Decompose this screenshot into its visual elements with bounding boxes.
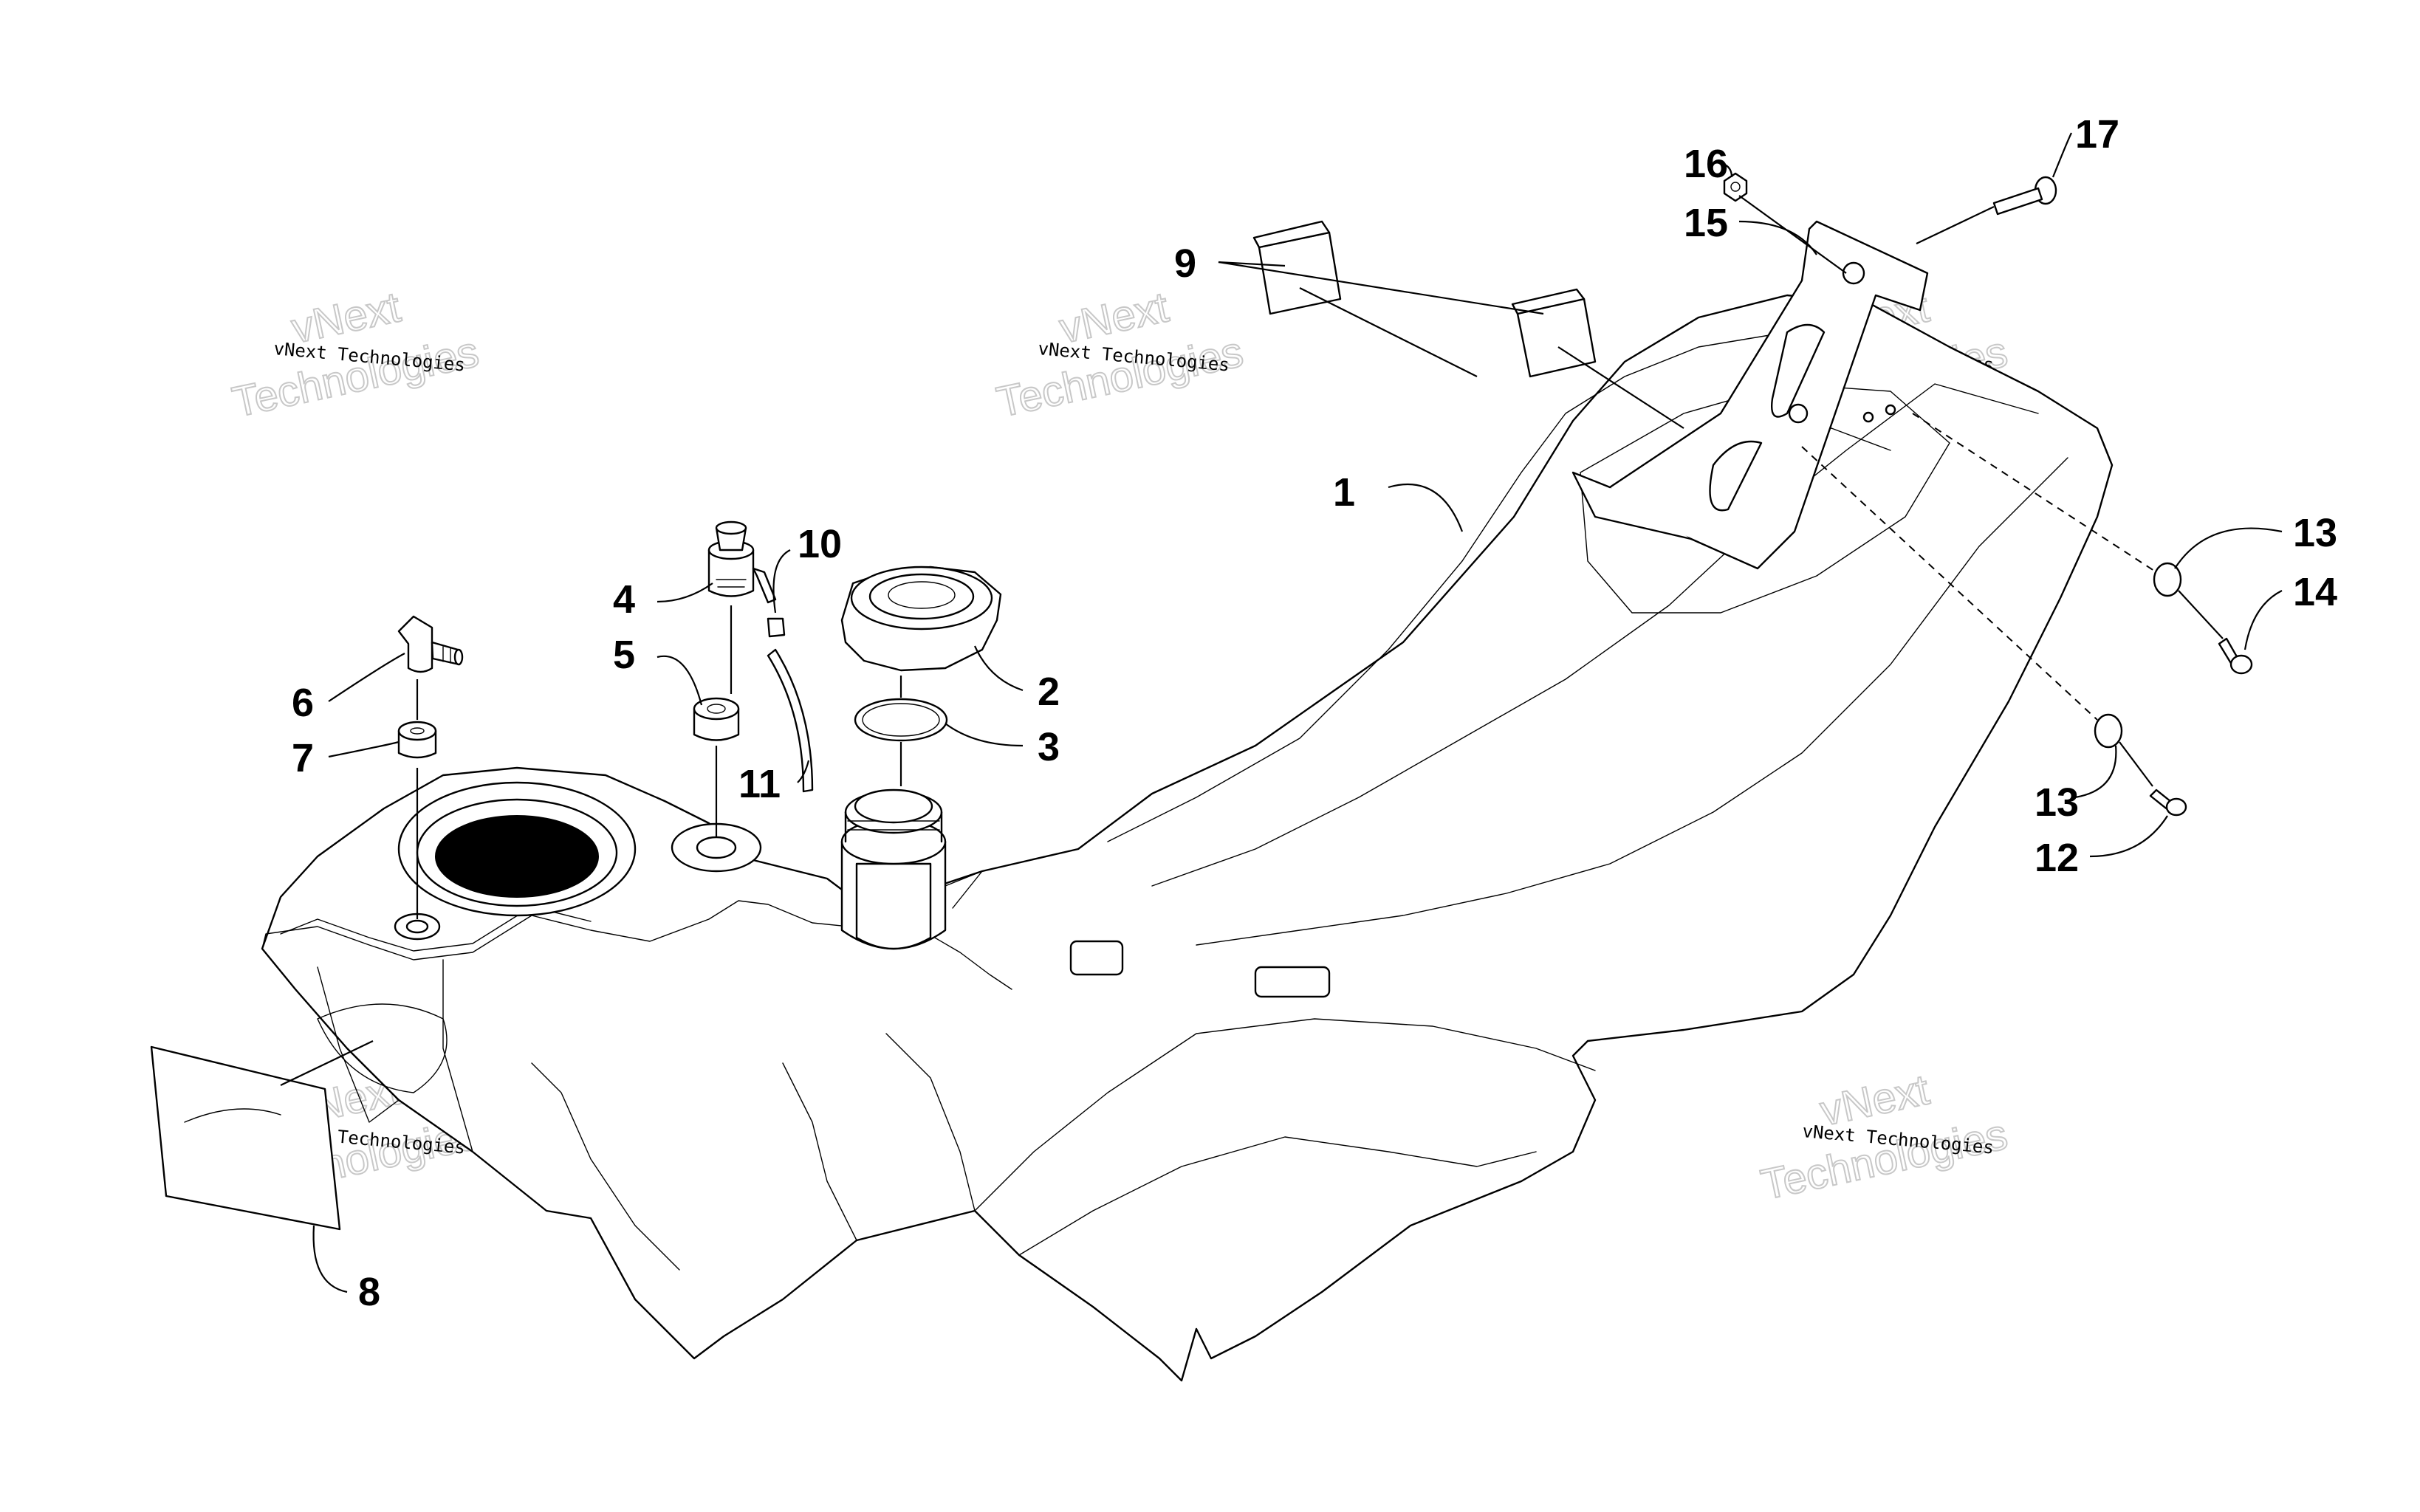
washer-part13-upper xyxy=(2153,562,2182,597)
callout-4: 4 xyxy=(613,577,635,622)
tank-left-contour xyxy=(317,966,400,1123)
callout-16: 16 xyxy=(1684,142,1728,186)
callout-5: 5 xyxy=(613,633,635,677)
callout-15: 15 xyxy=(1684,201,1728,245)
fitting-grommet xyxy=(397,721,437,759)
fuel-cap xyxy=(840,566,1002,672)
elbow-fitting xyxy=(397,615,464,673)
callout-3: 3 xyxy=(1038,725,1060,769)
bolt-part17 xyxy=(1992,176,2057,216)
vent-grommet-hole-inner xyxy=(696,836,737,859)
washer-part13-lower xyxy=(2094,713,2123,749)
watermark-big-line-2: Technologies xyxy=(228,328,483,427)
foam-pad-lower xyxy=(1511,288,1597,378)
tank-lower-edge xyxy=(974,1018,1596,1212)
bolt-part12 xyxy=(2149,788,2187,817)
tank-left-recess xyxy=(317,1003,448,1093)
callout-11: 11 xyxy=(738,762,781,806)
o-ring-gasket xyxy=(854,698,948,742)
callout-numbers: 1 2 3 4 5 6 7 8 9 10 11 12 13 13 14 15 1… xyxy=(292,112,2337,1314)
tank-top-surface-2 xyxy=(1151,383,2039,887)
callout-2: 2 xyxy=(1038,670,1060,714)
bracket-nut xyxy=(1788,403,1809,424)
tank-top-surface xyxy=(1107,331,1788,842)
vent-grommet xyxy=(693,697,740,741)
bracket-hole xyxy=(1842,261,1865,285)
callout-13-upper: 13 xyxy=(2293,511,2337,555)
tank-rear-hole-1 xyxy=(1862,411,1874,423)
callout-9: 9 xyxy=(1174,241,1196,286)
foam-pad-upper xyxy=(1252,220,1342,315)
watermark-big-line-2: Technologies xyxy=(1757,1110,2012,1209)
nut-part16 xyxy=(1723,172,1748,202)
vent-hose xyxy=(767,648,814,793)
watermark-1: vNext Technologies vNext Technologies xyxy=(227,282,484,427)
watermark-6: vNext Technologies vNext Technologies xyxy=(1756,1065,2012,1209)
fuel-pump-opening xyxy=(397,781,637,917)
callout-12: 12 xyxy=(2035,836,2079,880)
tank-rear-hole-2 xyxy=(1885,404,1896,416)
callout-8: 8 xyxy=(358,1270,380,1314)
callout-14: 14 xyxy=(2293,570,2337,614)
fitting-grommet-hole-inner xyxy=(405,919,429,934)
tank-top-surface-3 xyxy=(1196,457,2068,946)
decal-label xyxy=(150,1045,341,1231)
bolt-part14 xyxy=(2218,637,2253,675)
fuel-tank xyxy=(261,294,2114,1382)
callout-1: 1 xyxy=(1333,470,1355,515)
filler-neck xyxy=(840,788,983,950)
assembly-lines xyxy=(280,195,2224,1086)
tank-left-contour-3 xyxy=(442,959,473,1152)
callout-17: 17 xyxy=(2075,112,2119,157)
watermark-big-line-2: Technologies xyxy=(993,328,1247,427)
mounting-bracket xyxy=(1571,220,1929,570)
callout-10: 10 xyxy=(798,522,842,566)
callout-leaders xyxy=(312,132,2283,1293)
tank-mid-contour xyxy=(782,1062,857,1241)
watermark-2: vNext Technologies vNext Technologies xyxy=(992,282,1248,427)
callout-7: 7 xyxy=(292,736,314,780)
tank-lower-edge-2 xyxy=(1018,1136,1537,1256)
callout-13-lower: 13 xyxy=(2035,780,2079,825)
tank-side-bump-2 xyxy=(1254,966,1331,998)
callout-6: 6 xyxy=(292,681,314,725)
tank-left-contour-2 xyxy=(531,1062,680,1271)
tank-side-bump-1 xyxy=(1069,940,1124,976)
fuel-tank-outline xyxy=(261,294,2114,1382)
vent-valve xyxy=(707,520,786,638)
tank-mid-contour-2 xyxy=(885,1033,976,1212)
